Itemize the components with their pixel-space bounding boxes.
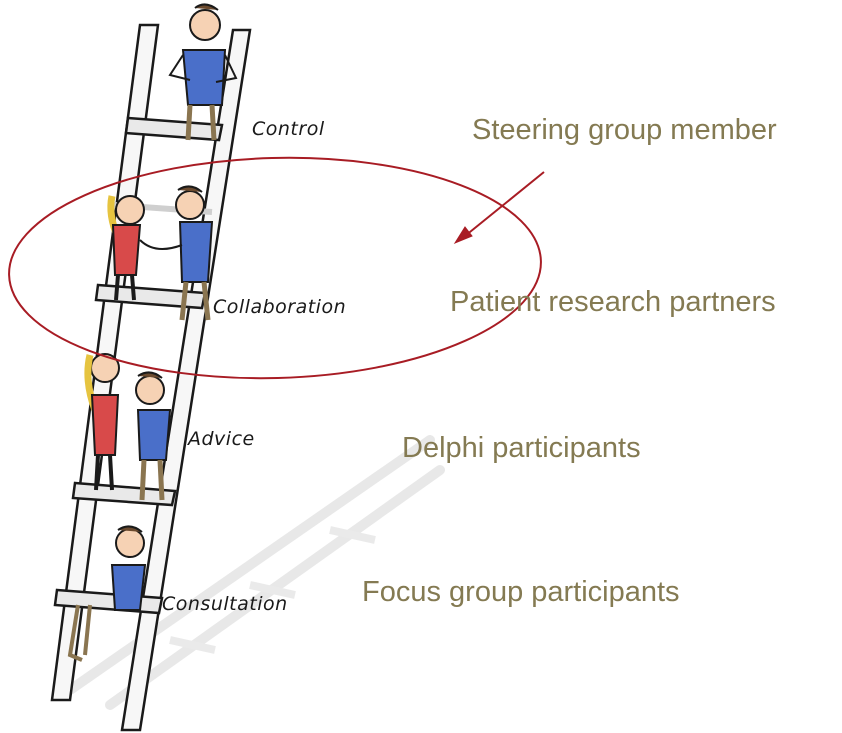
role-patient-research-partners: Patient research partners: [450, 286, 776, 318]
pointer-arrow: [453, 171, 545, 245]
handshake-figure: [107, 185, 214, 321]
highlight-ellipse: [8, 156, 542, 380]
role-steering-group-member: Steering group member: [472, 114, 777, 146]
rung-label-collaboration: Collaboration: [213, 296, 347, 318]
rung-label-control: Control: [252, 118, 325, 140]
person-figure: [168, 3, 238, 141]
ladder-shadow: [65, 435, 445, 710]
role-delphi-participants: Delphi participants: [402, 432, 641, 464]
role-focus-group-participants: Focus group participants: [362, 576, 680, 608]
rung-label-consultation: Consultation: [162, 593, 288, 615]
rung-label-advice: Advice: [188, 428, 255, 450]
person-figure: [84, 353, 172, 501]
person-figure: [67, 525, 147, 662]
